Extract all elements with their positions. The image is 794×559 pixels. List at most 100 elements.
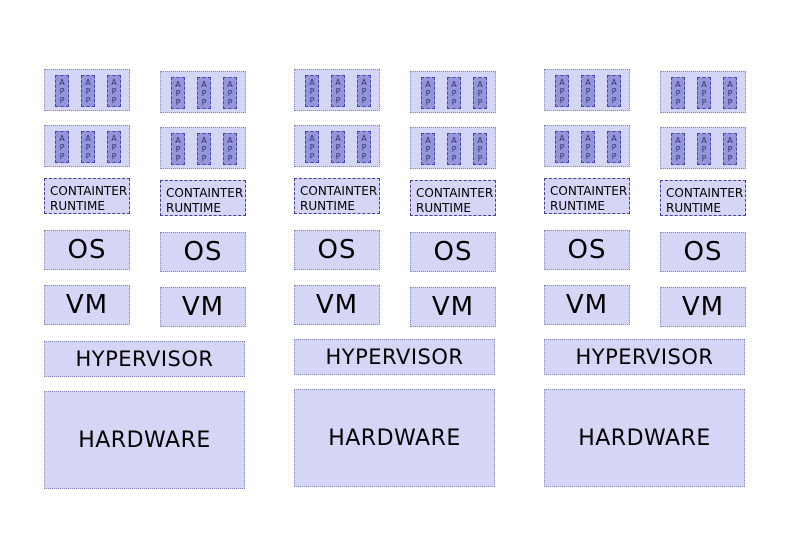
hypervisor-box: HYPERVISOR [294,339,495,375]
container-runtime: CONTAINTER RUNTIME [410,180,496,216]
os-box: OS [160,232,246,272]
container-runtime: CONTAINTER RUNTIME [294,178,380,214]
vm-box: VM [160,287,246,327]
container-runtime-label: CONTAINTER RUNTIME [50,184,128,213]
os-box: OS [410,232,496,272]
hardware-box: HARDWARE [294,389,495,487]
hardware-box: HARDWARE [544,389,745,487]
container-runtime-label: CONTAINTER RUNTIME [166,186,244,215]
os-box: OS [544,230,630,270]
hardware-box: HARDWARE [44,391,245,489]
container-runtime-label: CONTAINTER RUNTIME [300,184,378,213]
os-box: OS [660,232,746,272]
os-box: OS [44,230,130,270]
vm-box: VM [660,287,746,327]
container-runtime: CONTAINTER RUNTIME [44,178,130,214]
hypervisor-box: HYPERVISOR [44,341,245,377]
container-runtime: CONTAINTER RUNTIME [660,180,746,216]
vm-box: VM [294,285,380,325]
container-runtime: CONTAINTER RUNTIME [160,180,246,216]
vm-box: VM [410,287,496,327]
container-runtime-label: CONTAINTER RUNTIME [666,186,744,215]
container-runtime-label: CONTAINTER RUNTIME [550,184,628,213]
